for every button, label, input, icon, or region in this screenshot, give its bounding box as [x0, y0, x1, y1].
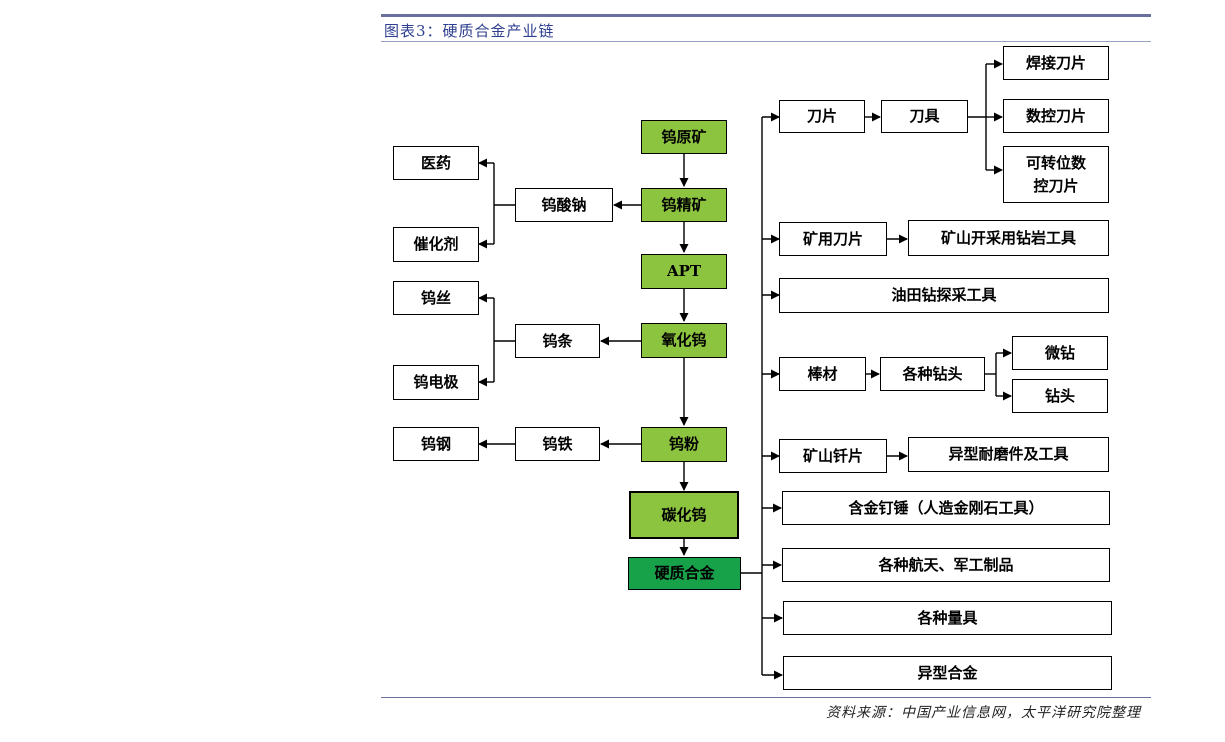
node-label: 微钻 [1044, 343, 1075, 362]
node-label: 各种量具 [917, 608, 978, 627]
node-kuangshankaicai: 矿山开采用钻岩工具 [908, 220, 1109, 256]
node-wujingkuang: 钨精矿 [641, 188, 727, 222]
node-label: 催化剂 [413, 235, 459, 254]
node-label: 钨电极 [413, 373, 459, 392]
node-label: 碳化钨 [661, 505, 707, 524]
node-label: 含金钉锤（人造金刚石工具） [848, 498, 1044, 517]
node-label: 矿山钎片 [802, 446, 863, 465]
node-label: 钨丝 [420, 288, 451, 307]
node-gezhongzuantou: 各种钻头 [880, 357, 985, 391]
node-wudianji: 钨电极 [393, 365, 479, 400]
node-label: APT [666, 262, 702, 281]
node-daoju: 刀具 [881, 100, 968, 133]
node-apt: APT [641, 254, 727, 289]
node-kezhuanwei: 可转位数控刀片 [1003, 146, 1109, 203]
bottom-rule [381, 697, 1151, 698]
node-label: 可转位数控刀片 [1025, 154, 1086, 195]
node-yixingnaimo: 异型耐磨件及工具 [908, 437, 1109, 472]
node-label: 氧化钨 [661, 331, 707, 350]
node-wusi: 钨丝 [393, 281, 479, 315]
node-label: 刀具 [909, 107, 940, 126]
node-label: 刀片 [806, 107, 837, 126]
node-wutiao: 钨条 [515, 324, 600, 358]
node-kuangshanqianpian: 矿山钎片 [779, 439, 887, 473]
node-wufen: 钨粉 [641, 427, 727, 462]
node-label: 异型耐磨件及工具 [948, 445, 1069, 464]
node-label: 数控刀片 [1025, 106, 1086, 125]
node-label: 棒材 [807, 364, 838, 383]
node-shukongdaopian: 数控刀片 [1003, 99, 1109, 133]
node-label: 钨条 [542, 331, 573, 350]
source-note: 资料来源：中国产业信息网，太平洋研究院整理 [826, 705, 1141, 721]
node-yiyao: 医药 [393, 146, 479, 180]
node-label: 油田钻探采工具 [891, 286, 997, 305]
node-daopian: 刀片 [779, 100, 865, 133]
top-rule [381, 14, 1151, 17]
node-label: 钨粉 [668, 435, 699, 454]
node-yixinghejin: 异型合金 [783, 656, 1112, 690]
node-label: 硬质合金 [654, 564, 715, 583]
node-yanghuawu: 氧化钨 [641, 323, 727, 358]
node-youtian: 油田钻探采工具 [779, 278, 1109, 313]
node-label: 钻头 [1044, 386, 1075, 405]
node-zuantou: 钻头 [1012, 379, 1108, 413]
node-label: 钨酸钠 [541, 195, 587, 214]
node-weizuan: 微钻 [1012, 336, 1108, 370]
node-bangcai: 棒材 [779, 357, 866, 391]
node-label: 矿用刀片 [802, 229, 863, 248]
node-kuangyongdaopian: 矿用刀片 [779, 222, 887, 256]
node-wutie: 钨铁 [515, 427, 600, 461]
node-label: 矿山开采用钻岩工具 [940, 228, 1076, 247]
node-tanhuawu: 碳化钨 [629, 491, 739, 539]
node-wusuanna: 钨酸钠 [515, 188, 613, 222]
node-yingzhihejin: 硬质合金 [628, 557, 741, 590]
figure-title: 图表3：硬质合金产业链 [384, 22, 555, 40]
node-label: 钨铁 [542, 434, 573, 453]
node-label: 焊接刀片 [1025, 53, 1086, 72]
title-rule [381, 41, 1151, 42]
node-label: 各种航天、军工制品 [878, 555, 1014, 574]
node-label: 钨原矿 [661, 127, 707, 146]
node-label: 医药 [420, 153, 451, 172]
node-label: 各种钻头 [902, 364, 963, 383]
node-wuyuankuang: 钨原矿 [641, 120, 727, 154]
node-wugang: 钨钢 [393, 427, 479, 461]
node-label: 异型合金 [917, 663, 978, 682]
node-label: 钨精矿 [661, 195, 707, 214]
node-hejindingchui: 含金钉锤（人造金刚石工具） [782, 491, 1110, 525]
node-liangju: 各种量具 [783, 601, 1112, 635]
node-cuihuaji: 催化剂 [393, 227, 479, 262]
node-label: 钨钢 [420, 434, 451, 453]
node-hangtian: 各种航天、军工制品 [782, 548, 1110, 582]
node-hanjiedaopian: 焊接刀片 [1003, 46, 1109, 80]
